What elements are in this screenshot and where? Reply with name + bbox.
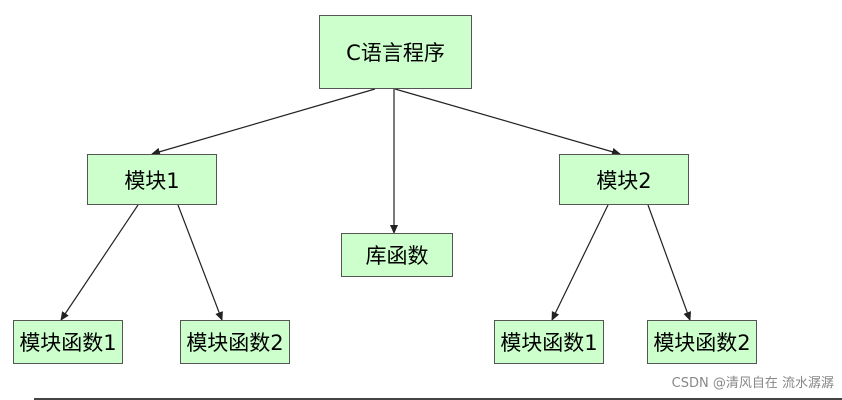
connector-module1-to-module1_func2 [177,204,223,321]
module2-function1-node: 模块函数1 [494,320,604,364]
connector-module2-to-module2_func2 [647,204,692,321]
module1-function2-node: 模块函数2 [180,320,290,364]
module1-node: 模块1 [87,154,217,205]
watermark-text: CSDN @清风自在 流水潺潺 [671,376,834,391]
connector-root-to-module2 [394,88,621,156]
root-node-c-program: C语言程序 [319,15,472,89]
library-functions-node: 库函数 [341,233,453,277]
module2-node: 模块2 [559,154,689,205]
connector-module1-to-module1_func1 [60,204,139,321]
bottom-divider [34,398,842,400]
connector-module2-to-module2_func1 [551,204,609,321]
module2-function2-node: 模块函数2 [647,320,757,364]
module1-function1-node: 模块函数1 [13,320,123,364]
connector-root-to-module1 [151,88,376,156]
